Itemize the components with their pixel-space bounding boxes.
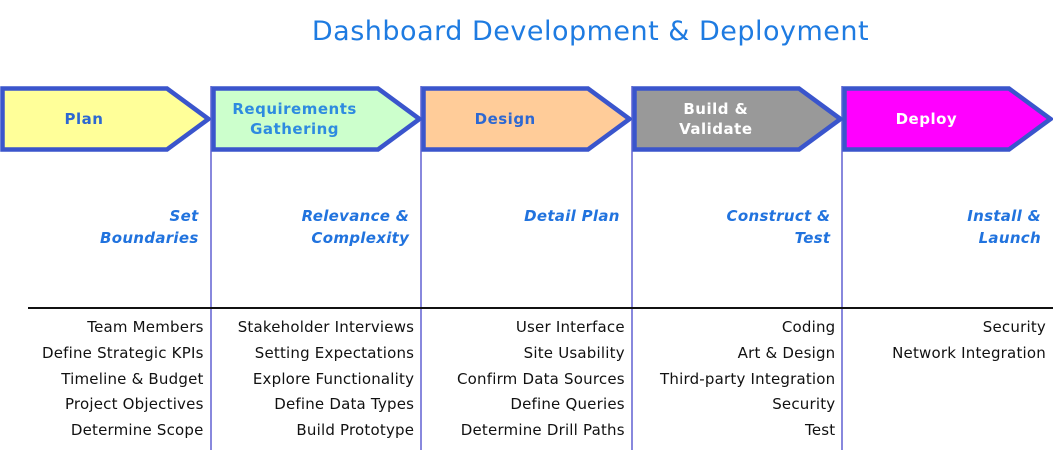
arrow-shape xyxy=(0,86,211,152)
phase-item: Define Data Types xyxy=(274,395,415,414)
phase-subtitle-line: Set xyxy=(169,207,199,225)
phase-label-line: Requirements xyxy=(232,100,357,118)
arrow-shape xyxy=(842,86,1053,152)
phase-item: Determine Drill Paths xyxy=(460,421,625,440)
divider-line xyxy=(630,86,633,450)
divider-line xyxy=(420,86,423,450)
phase-arrow-deploy xyxy=(842,86,1053,152)
phase-label-line: Build & xyxy=(683,100,749,118)
phase-item: Confirm Data Sources xyxy=(456,369,625,388)
phase-label-line: Validate xyxy=(679,120,753,138)
phase-subtitle-design: Detail Plan xyxy=(421,205,620,227)
phase-item: Security xyxy=(982,318,1046,336)
phase-subtitle-line: Launch xyxy=(978,229,1041,247)
arrow-shape xyxy=(632,86,843,152)
phase-subtitle-build-validate: Construct & Test xyxy=(632,205,831,249)
phase-label-line: Design xyxy=(474,110,536,128)
phase-subtitle-line: Install & xyxy=(967,207,1041,225)
phase-item: Explore Functionality xyxy=(252,369,415,388)
phase-item: Stakeholder Interviews xyxy=(237,318,415,336)
phase-item: Define Strategic KPIs xyxy=(41,343,204,362)
phase-item: Team Members xyxy=(87,318,204,336)
separator-line xyxy=(28,307,1053,309)
phase-label-line: Deploy xyxy=(895,110,958,128)
phase-item: User Interface xyxy=(515,318,625,336)
phase-subtitle-line: Construct & xyxy=(726,207,831,225)
phase-item: Setting Expectations xyxy=(254,343,415,362)
phase-subtitle-requirements-gathering: Relevance & Complexity xyxy=(211,205,410,249)
phase-item: Third-party Integration xyxy=(660,369,836,388)
divider-line xyxy=(841,86,844,450)
phase-arrow-plan xyxy=(0,86,211,152)
phase-item: Define Queries xyxy=(510,395,625,414)
phase-item: Art & Design xyxy=(737,343,836,362)
phase-label-line: Gathering xyxy=(250,120,340,138)
phase-item: Determine Scope xyxy=(70,421,204,440)
phase-label-build-validate: Build & Validate xyxy=(632,86,800,152)
arrow-shape xyxy=(210,86,422,152)
phase-subtitle-deploy: Install & Launch xyxy=(842,205,1041,249)
phase-item: Build Prototype xyxy=(296,421,415,440)
phase-arrow-requirements-gathering xyxy=(210,86,422,152)
divider-line xyxy=(209,86,212,450)
phase-label-plan: Plan xyxy=(0,86,168,152)
phase-subtitle-line: Detail Plan xyxy=(524,207,620,225)
phase-arrow-design xyxy=(421,86,633,152)
arrow-shape xyxy=(421,86,633,152)
phase-item: Test xyxy=(805,421,836,440)
phase-subtitle-line: Boundaries xyxy=(99,229,199,247)
phase-label-design: Design xyxy=(421,86,589,152)
phase-item: Site Usability xyxy=(523,343,625,362)
diagram-title: Dashboard Development & Deployment xyxy=(311,16,870,47)
phase-label-deploy: Deploy xyxy=(842,86,1010,152)
phase-label-line: Plan xyxy=(64,110,104,128)
phase-subtitle-line: Complexity xyxy=(311,229,410,247)
phase-item: Security xyxy=(772,395,836,414)
phase-item: Timeline & Budget xyxy=(61,369,204,388)
phase-item: Project Objectives xyxy=(64,395,204,414)
phase-arrow-build-validate xyxy=(632,86,843,152)
phase-subtitle-line: Relevance & xyxy=(301,207,410,225)
phase-item: Coding xyxy=(781,318,836,336)
phase-subtitle-line: Test xyxy=(794,229,831,247)
phase-item: Network Integration xyxy=(892,343,1046,362)
